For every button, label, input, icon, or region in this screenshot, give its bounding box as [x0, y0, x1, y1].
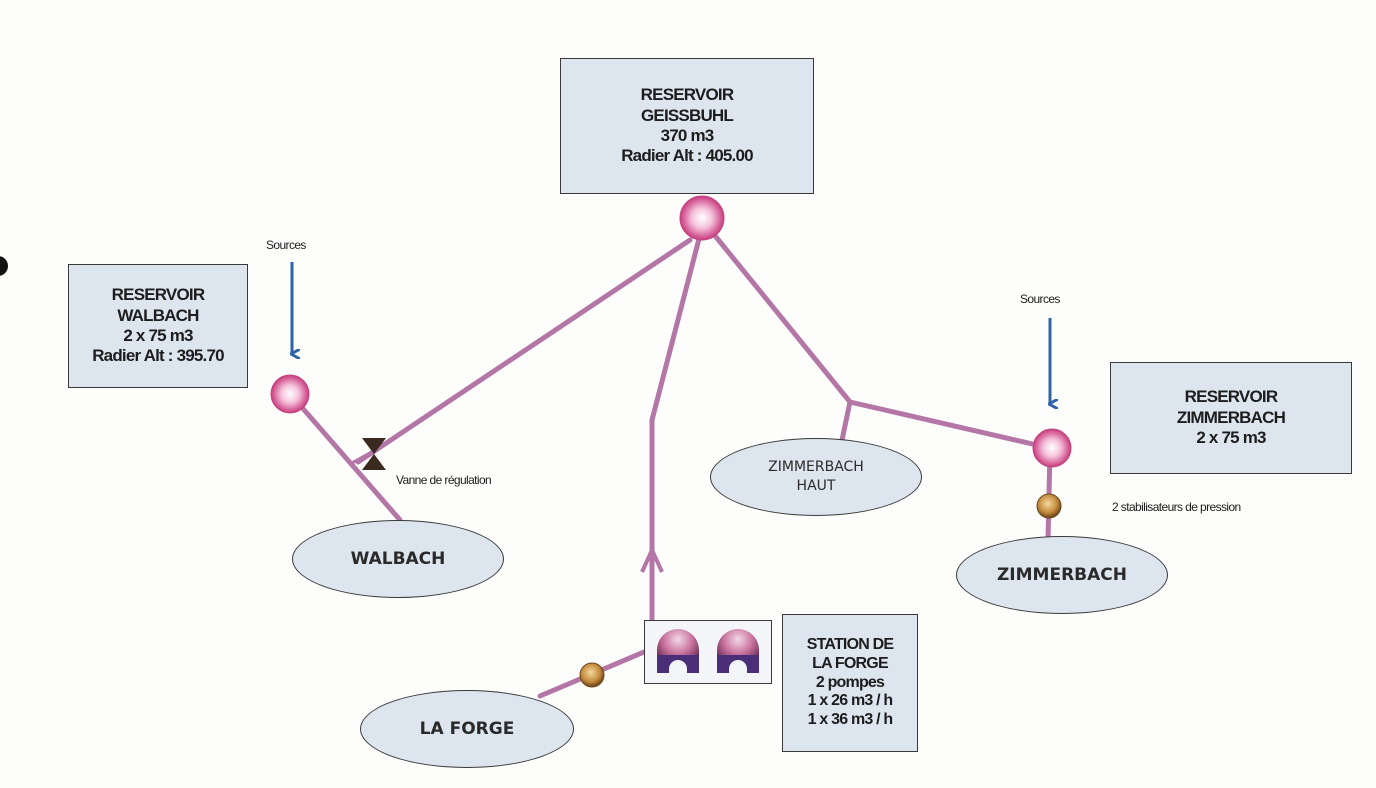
- reservoir-title: RESERVOIR: [640, 85, 734, 105]
- reservoir-node-geissbuhl: [679, 195, 725, 241]
- pipe-junction-to-zimmerbach-haut: [839, 399, 853, 443]
- margin-dot: [0, 256, 8, 276]
- reservoir-capacity: 2 x 75 m3: [123, 326, 193, 345]
- station-name: LA FORGE: [812, 654, 888, 672]
- village-zimmerbach-haut: ZIMMERBACH HAUT: [710, 438, 922, 516]
- reservoir-node-walbach: [270, 374, 310, 414]
- sources-label-right: Sources: [1020, 292, 1060, 306]
- pipe-geissbuhl-to-junction: [709, 229, 853, 405]
- village-name: WALBACH: [350, 548, 446, 569]
- flow-arrow-icon: [640, 545, 664, 573]
- pipelines: [289, 229, 1053, 699]
- station-box-la-forge: STATION DE LA FORGE 2 pompes 1 x 26 m3 /…: [782, 614, 918, 752]
- station-pump-1-capacity: 1 x 26 m3 / h: [807, 692, 894, 710]
- reservoir-box-geissbuhl: RESERVOIR GEISSBUHL 370 m3 Radier Alt : …: [560, 58, 814, 194]
- reservoir-name: GEISSBUHL: [641, 105, 734, 125]
- village-name: LA FORGE: [419, 718, 515, 739]
- pipe-walbach-reservoir-to-village: [289, 393, 403, 523]
- reservoir-title: RESERVOIR: [1184, 387, 1278, 407]
- stabilizer-icon-zimmerbach: [1036, 493, 1062, 519]
- pump-icon: [657, 629, 699, 673]
- reservoir-capacity: 370 m3: [660, 126, 715, 145]
- stabilizer-icon-la-forge: [579, 662, 605, 688]
- village-zimmerbach: ZIMMERBACH: [956, 536, 1168, 614]
- reservoir-box-zimmerbach: RESERVOIR ZIMMERBACH 2 x 75 m3: [1110, 362, 1352, 474]
- valve-label: Vanne de régulation: [396, 473, 492, 487]
- pipe-geissbuhl-to-la-forge-station: [649, 232, 703, 423]
- village-name: ZIMMERBACH: [996, 564, 1127, 585]
- pump-station: [644, 620, 772, 684]
- village-name: ZIMMERBACH: [768, 459, 864, 476]
- station-title: STATION DE: [806, 635, 894, 653]
- stabilizers-label: 2 stabilisateurs de pression: [1112, 500, 1241, 514]
- sources-label-left: Sources: [266, 238, 306, 252]
- reservoir-altitude: Radier Alt : 405.00: [621, 146, 753, 166]
- valve-icon: [349, 438, 386, 470]
- reservoir-name: ZIMMERBACH: [1176, 407, 1286, 427]
- reservoir-name: WALBACH: [117, 305, 199, 325]
- village-name-suffix: HAUT: [796, 478, 836, 494]
- pump-icon: [717, 629, 759, 673]
- reservoir-box-walbach: RESERVOIR WALBACH 2 x 75 m3 Radier Alt :…: [68, 264, 248, 388]
- reservoir-altitude: Radier Alt : 395.70: [92, 346, 224, 366]
- pipe-geissbuhl-to-walbach-valve: [355, 237, 693, 465]
- reservoir-node-zimmerbach: [1032, 428, 1072, 468]
- pipe-junction-to-zimmerbach-reservoir: [847, 399, 1053, 451]
- reservoir-capacity: 2 x 75 m3: [1196, 428, 1266, 448]
- station-pump-2-capacity: 1 x 36 m3 / h: [807, 711, 894, 729]
- reservoir-title: RESERVOIR: [111, 285, 205, 305]
- village-walbach: WALBACH: [292, 520, 504, 598]
- village-la-forge: LA FORGE: [360, 690, 574, 768]
- station-pumps: 2 pompes: [815, 673, 885, 691]
